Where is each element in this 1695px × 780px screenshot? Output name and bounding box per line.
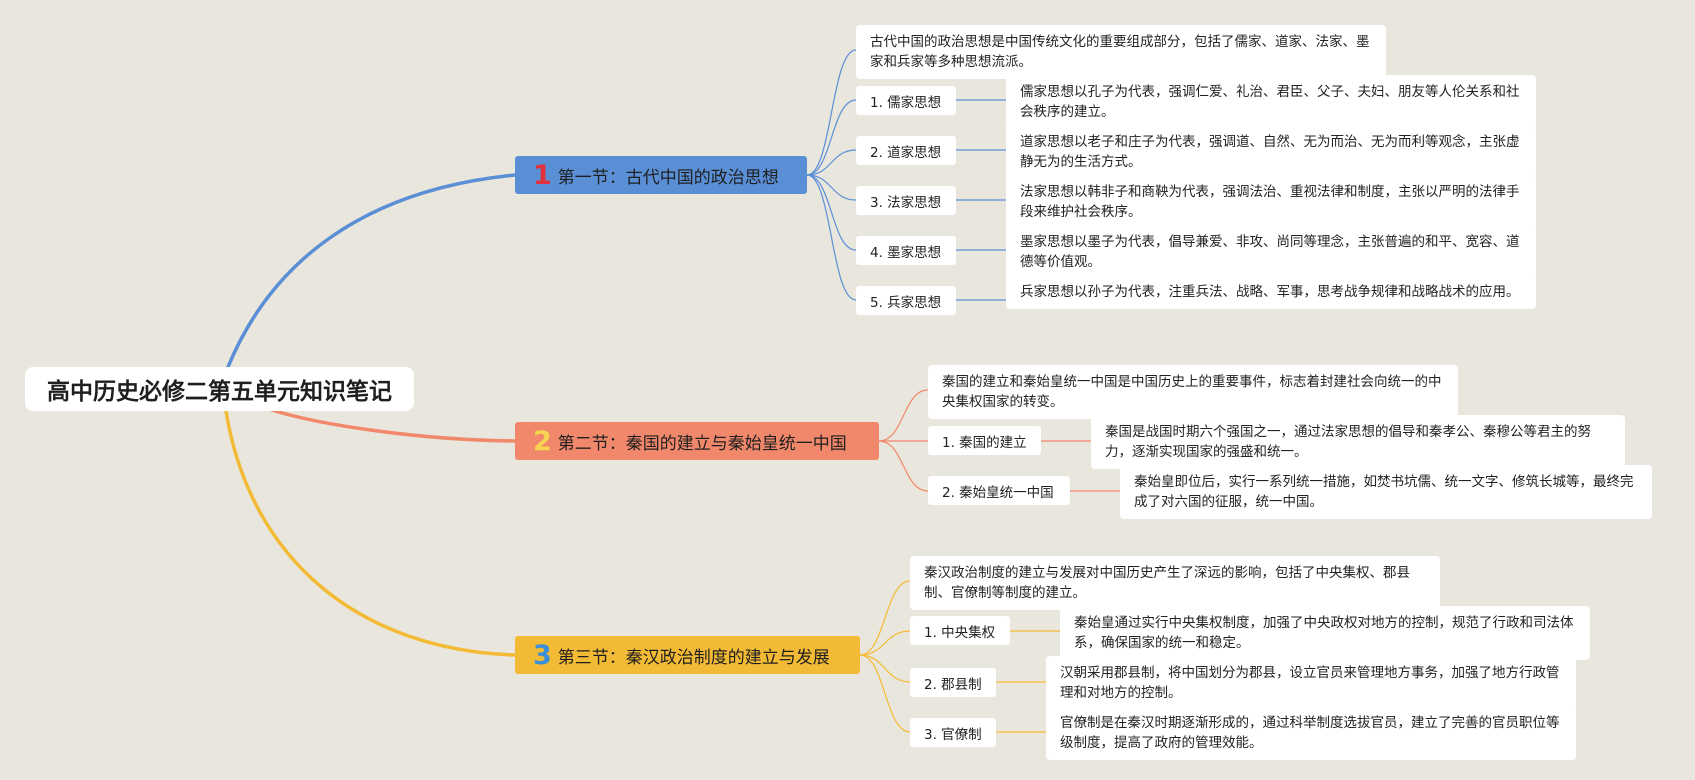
link-section-3-child bbox=[859, 630, 911, 656]
section-2-item-2[interactable]: 2. 秦始皇统一中国 bbox=[928, 476, 1070, 505]
section-3-item-1-desc[interactable]: 秦始皇通过实行中央集权制度，加强了中央政权对地方的控制，规范了行政和司法体系，确… bbox=[1060, 606, 1590, 660]
section-1-item-5[interactable]: 5. 兵家思想 bbox=[856, 286, 956, 315]
section-3-intro[interactable]: 秦汉政治制度的建立与发展对中国历史产生了深远的影响，包括了中央集权、郡县制、官僚… bbox=[910, 556, 1440, 610]
link-root-section-1 bbox=[226, 173, 517, 369]
section-3-item-1[interactable]: 1. 中央集权 bbox=[910, 616, 1010, 645]
section-1-item-4[interactable]: 4. 墨家思想 bbox=[856, 236, 956, 265]
link-section-1-child bbox=[806, 174, 857, 251]
section-title: 第一节：古代中国的政治思想 bbox=[557, 167, 779, 188]
link-section-3-child bbox=[859, 580, 911, 656]
section-2-item-1-desc[interactable]: 秦国是战国时期六个强国之一，通过法家思想的倡导和秦孝公、秦穆公等君主的努力，逐渐… bbox=[1091, 415, 1625, 469]
section-3-item-3-desc[interactable]: 官僚制是在秦汉时期逐渐形成的，通过科举制度选拔官员，建立了完善的官员职位等级制度… bbox=[1046, 706, 1576, 760]
section-title: 第二节：秦国的建立与秦始皇统一中国 bbox=[557, 433, 847, 454]
section-1-item-1-desc[interactable]: 儒家思想以孔子为代表，强调仁爱、礼治、君臣、父子、夫妇、朋友等人伦关系和社会秩序… bbox=[1006, 75, 1536, 129]
section-1-item-3[interactable]: 3. 法家思想 bbox=[856, 186, 956, 215]
section-number: 3 bbox=[533, 639, 552, 671]
link-root-section-2 bbox=[270, 408, 517, 443]
link-section-1-child bbox=[806, 49, 857, 176]
section-1-item-2-desc[interactable]: 道家思想以老子和庄子为代表，强调道、自然、无为而治、无为而利等观念，主张虚静无为… bbox=[1006, 125, 1536, 179]
link-root-section-3 bbox=[224, 409, 517, 657]
section-3-item-3[interactable]: 3. 官僚制 bbox=[910, 718, 996, 747]
section-number: 1 bbox=[533, 159, 552, 191]
link-section-1-child bbox=[806, 99, 857, 176]
section-title: 第三节：秦汉政治制度的建立与发展 bbox=[557, 647, 830, 668]
section-3-item-2-desc[interactable]: 汉朝采用郡县制，将中国划分为郡县，设立官员来管理地方事务，加强了地方行政管理和对… bbox=[1046, 656, 1576, 710]
link-section-2-child bbox=[878, 440, 929, 492]
section-2-item-2-desc[interactable]: 秦始皇即位后，实行一系列统一措施，如焚书坑儒、统一文字、修筑长城等，最终完成了对… bbox=[1120, 465, 1652, 519]
section-1-item-4-desc[interactable]: 墨家思想以墨子为代表，倡导兼爱、非攻、尚同等理念，主张普遍的和平、宽容、道德等价… bbox=[1006, 225, 1536, 279]
section-1-intro[interactable]: 古代中国的政治思想是中国传统文化的重要组成部分，包括了儒家、道家、法家、墨家和兵… bbox=[856, 25, 1386, 79]
root-topic[interactable]: 高中历史必修二第五单元知识笔记 bbox=[25, 367, 414, 411]
root-title: 高中历史必修二第五单元知识笔记 bbox=[47, 379, 392, 405]
section-number: 2 bbox=[533, 425, 552, 457]
link-section-1-child bbox=[806, 149, 857, 176]
section-2-item-1[interactable]: 1. 秦国的建立 bbox=[928, 426, 1041, 455]
section-1-item-1[interactable]: 1. 儒家思想 bbox=[856, 86, 956, 115]
section-1-item-3-desc[interactable]: 法家思想以韩非子和商鞅为代表，强调法治、重视法律和制度，主张以严明的法律手段来维… bbox=[1006, 175, 1536, 229]
section-2-topic[interactable]: 2 第二节：秦国的建立与秦始皇统一中国 bbox=[515, 422, 879, 460]
link-section-1-child bbox=[806, 174, 857, 201]
section-1-topic[interactable]: 1 第一节：古代中国的政治思想 bbox=[515, 156, 807, 194]
link-section-1-child bbox=[806, 174, 857, 301]
section-3-item-2[interactable]: 2. 郡县制 bbox=[910, 668, 996, 697]
section-2-intro[interactable]: 秦国的建立和秦始皇统一中国是中国历史上的重要事件，标志着封建社会向统一的中央集权… bbox=[928, 365, 1458, 419]
link-section-2-child bbox=[878, 389, 929, 442]
section-1-item-2[interactable]: 2. 道家思想 bbox=[856, 136, 956, 165]
link-section-3-child bbox=[859, 654, 911, 683]
section-1-item-5-desc[interactable]: 兵家思想以孙子为代表，注重兵法、战略、军事，思考战争规律和战略战术的应用。 bbox=[1006, 275, 1536, 309]
section-3-topic[interactable]: 3 第三节：秦汉政治制度的建立与发展 bbox=[515, 636, 860, 674]
link-section-3-child bbox=[859, 654, 911, 733]
